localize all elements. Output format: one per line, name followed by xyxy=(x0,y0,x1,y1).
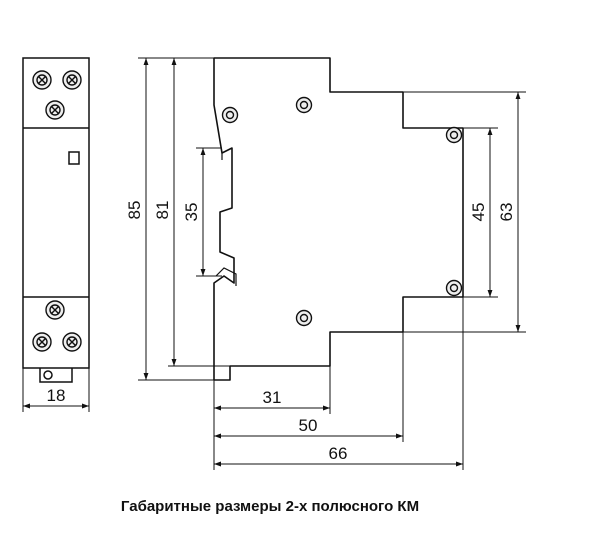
rail-latch xyxy=(215,153,237,286)
dimension-label-18: 18 xyxy=(47,386,66,405)
terminal-screw-icon xyxy=(32,70,52,90)
dimension-label-85: 85 xyxy=(125,201,144,220)
dimension-width-18 xyxy=(22,368,90,412)
drawing-caption: Габаритные размеры 2-х полюсного КМ xyxy=(120,498,420,515)
side-screws xyxy=(221,96,463,327)
terminal-screw-icon xyxy=(45,300,65,320)
dimension-label-35: 35 xyxy=(182,203,201,222)
dimension-label-45: 45 xyxy=(469,203,488,222)
dimension-label-63: 63 xyxy=(497,203,516,222)
screw-icon xyxy=(221,106,239,124)
screw-icon xyxy=(295,96,313,114)
screw-icon xyxy=(295,309,313,327)
terminal-screw-icon xyxy=(62,70,82,90)
din-clip xyxy=(39,368,73,383)
dimension-lines-left xyxy=(138,57,230,381)
screw-icon xyxy=(445,126,463,144)
terminal-screw-icon xyxy=(32,332,52,352)
dimension-label-81: 81 xyxy=(153,201,172,220)
dimension-label-66: 66 xyxy=(329,444,348,463)
dimension-label-31: 31 xyxy=(263,388,282,407)
side-body-outline xyxy=(213,57,464,381)
terminal-screw-icon xyxy=(62,332,82,352)
terminal-screw-icon xyxy=(45,100,65,120)
dimension-lines-right xyxy=(403,91,526,333)
front-terminals xyxy=(32,70,82,352)
indicator-window xyxy=(68,151,80,165)
dimension-label-50: 50 xyxy=(299,416,318,435)
screw-icon xyxy=(445,279,463,297)
dimension-lines-bottom xyxy=(213,297,464,470)
